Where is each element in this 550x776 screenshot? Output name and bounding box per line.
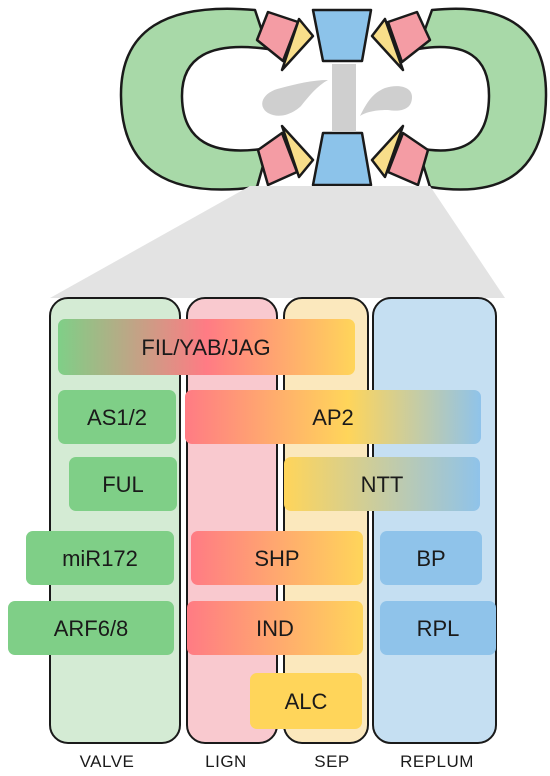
- ind-bar: [187, 601, 363, 655]
- rpl-bar: [380, 601, 496, 655]
- fruit-cross-section: [119, 7, 548, 191]
- top-replum-shape: [311, 8, 373, 63]
- ap2-label: AP2: [312, 405, 354, 430]
- alc-bar: [250, 673, 362, 729]
- column-labels: VALVE LIGN SEP REPLUM: [80, 752, 474, 771]
- ntt-bar: [284, 457, 480, 511]
- top-right-sep-shape: [370, 17, 405, 72]
- top-right-lign-shape: [386, 10, 432, 64]
- fil-yab-jag-label: FIL/YAB/JAG: [141, 335, 270, 360]
- lign-label: LIGN: [205, 752, 247, 771]
- shp-label: SHP: [254, 546, 299, 571]
- zoom-projection: [50, 186, 505, 298]
- ap2-bar: [185, 390, 481, 444]
- bp-label: BP: [416, 546, 445, 571]
- fil-yab-jag-bar: [58, 319, 355, 375]
- ful-bar: [69, 457, 177, 511]
- valve-label: VALVE: [80, 752, 135, 771]
- alc-label: ALC: [285, 689, 328, 714]
- rpl-label: RPL: [417, 616, 460, 641]
- as1-2-label: AS1/2: [87, 405, 147, 430]
- bottom-right-lign-shape: [386, 131, 430, 187]
- as1-2-bar: [58, 390, 176, 444]
- left-seed-shape: [262, 80, 328, 116]
- sep-label: SEP: [314, 752, 350, 771]
- left-valve-shape: [119, 7, 270, 191]
- ful-label: FUL: [102, 472, 144, 497]
- mir172-label: miR172: [62, 546, 138, 571]
- bp-bar: [380, 531, 482, 585]
- right-valve-shape: [416, 7, 548, 191]
- replum-column: [372, 297, 497, 744]
- septum-shape: [332, 64, 356, 132]
- bottom-right-sep-shape: [370, 124, 405, 179]
- replum-label: REPLUM: [400, 752, 474, 771]
- gene-bars: FIL/YAB/JAG AS1/2 AP2 FUL NTT miR172 SHP…: [8, 319, 496, 729]
- top-left-sep-shape: [280, 17, 315, 72]
- shp-bar: [191, 531, 363, 585]
- bottom-left-sep-shape: [280, 124, 315, 179]
- bottom-replum-shape: [311, 131, 373, 187]
- ind-label: IND: [256, 616, 294, 641]
- ntt-label: NTT: [361, 472, 404, 497]
- mir172-bar: [26, 531, 174, 585]
- right-seed-shape: [360, 86, 412, 116]
- arf6-8-bar: [8, 601, 174, 655]
- arf6-8-label: ARF6/8: [54, 616, 129, 641]
